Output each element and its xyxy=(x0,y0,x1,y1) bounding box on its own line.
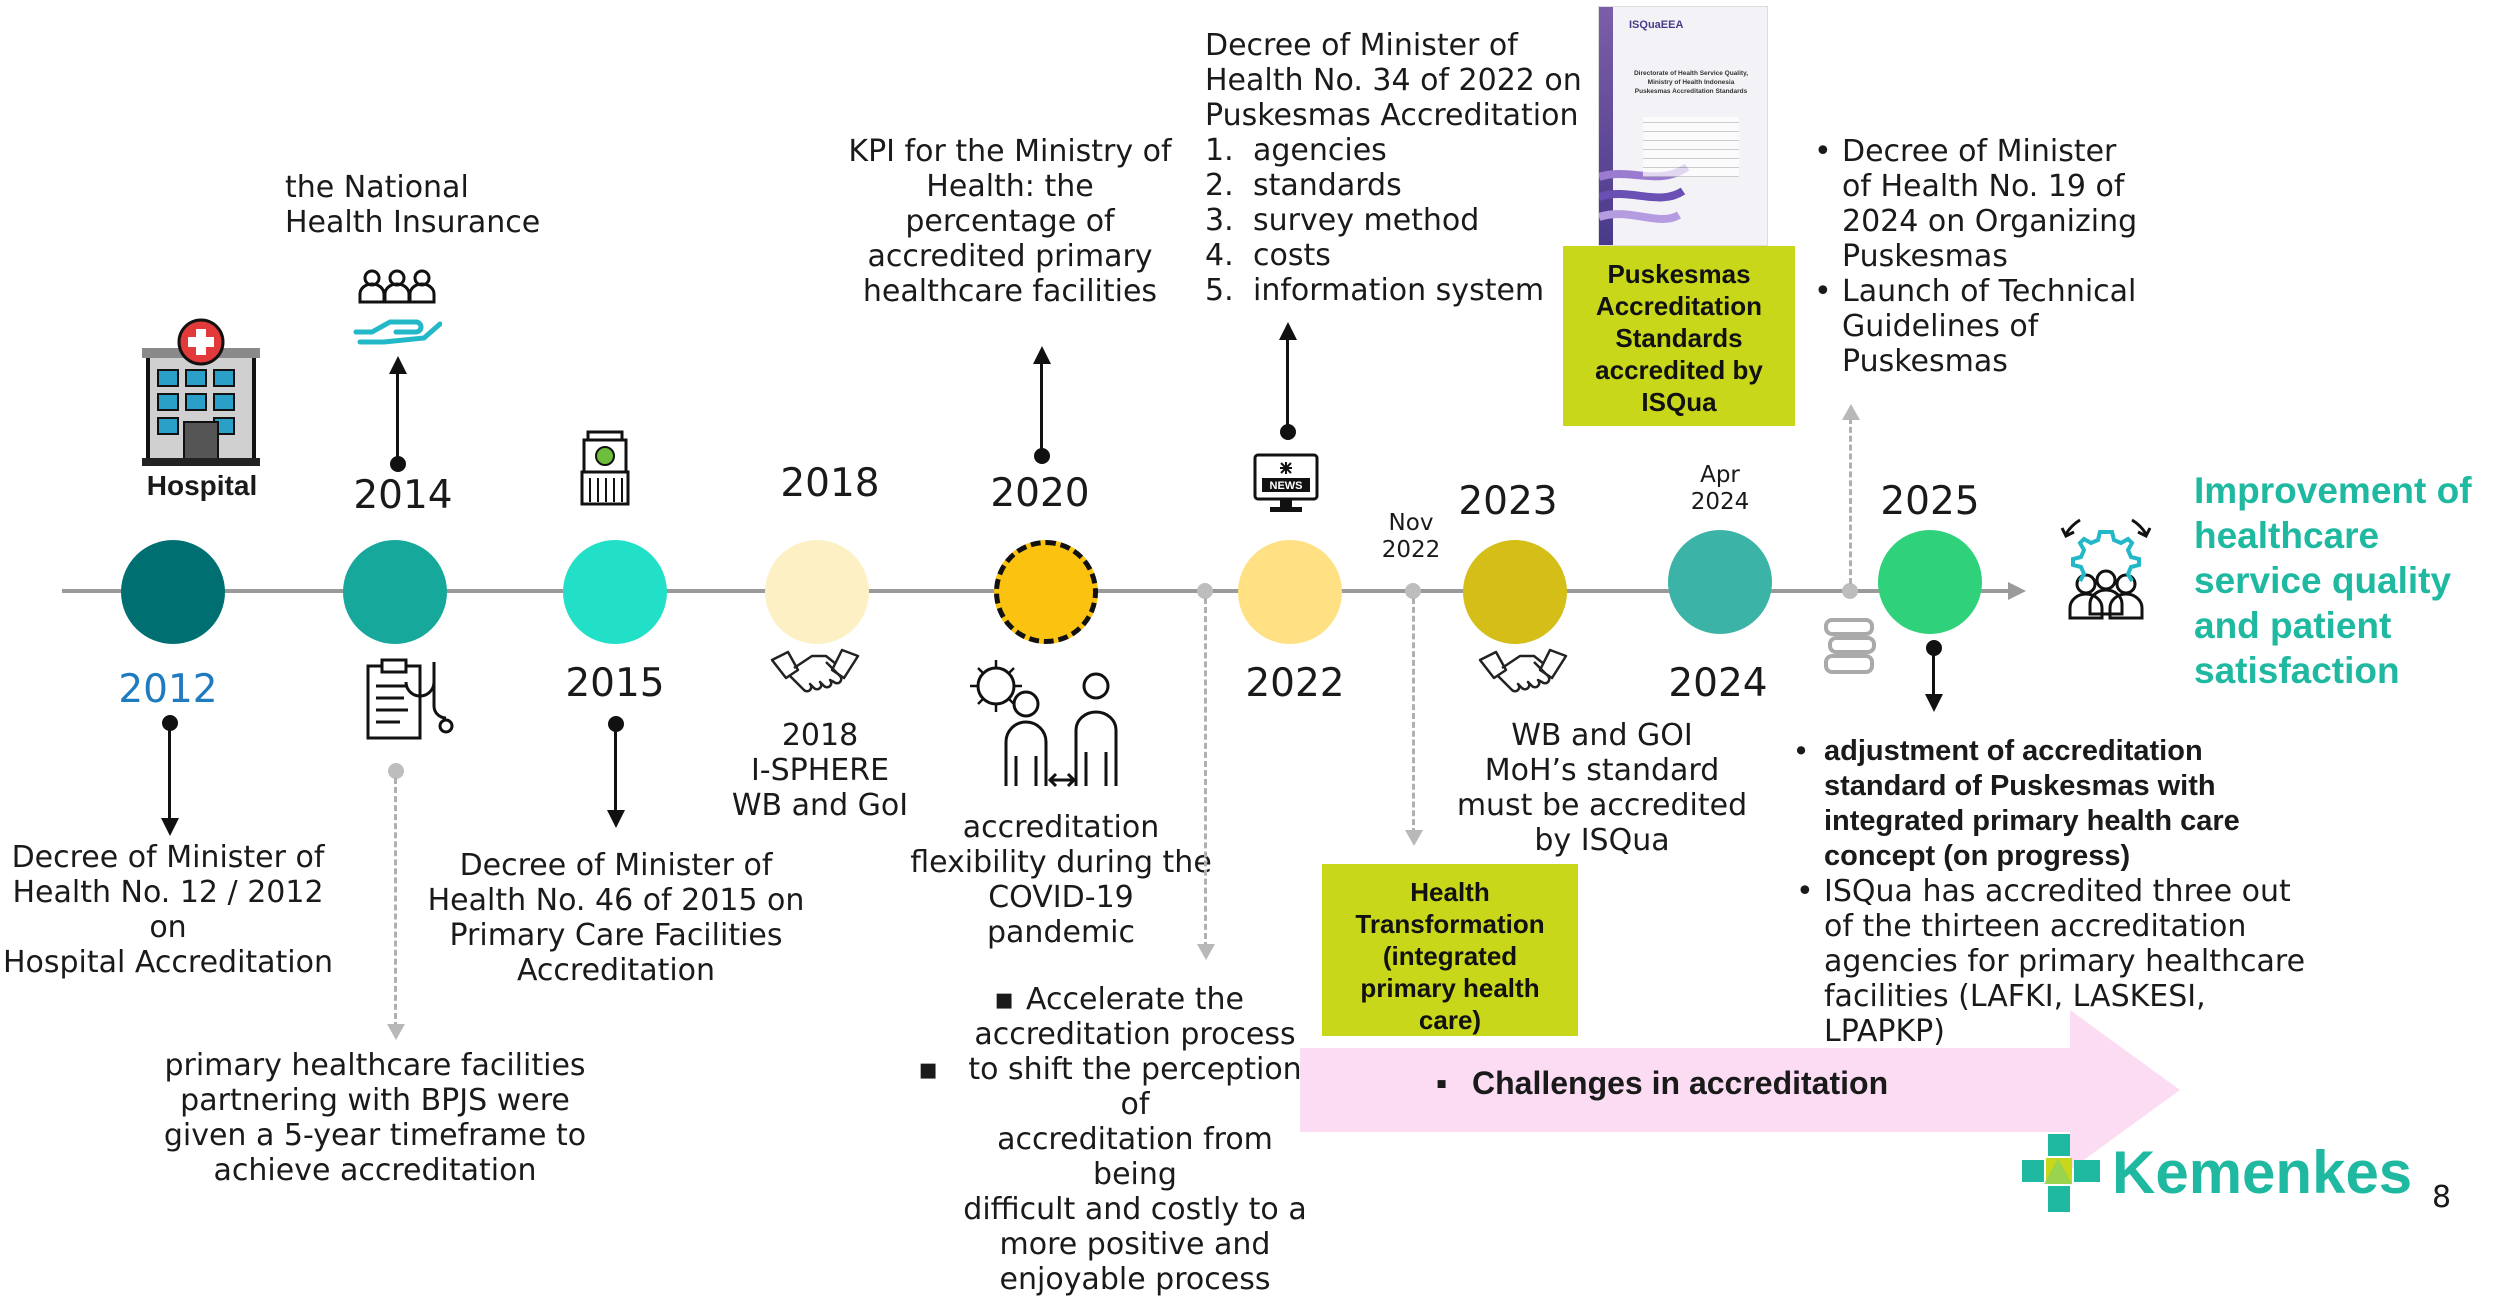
accelerate-item-1: ▪ Accelerate the accreditation process xyxy=(974,982,1296,1052)
decree-2012: Decree of Minister of Health No. 12 / 20… xyxy=(2,840,334,980)
accelerate-list: ▪ Accelerate the accreditation process ▪… xyxy=(918,982,1318,1297)
hospital-icon xyxy=(142,318,260,466)
clinic-building-icon xyxy=(580,430,630,506)
accelerate-item-2: ▪ to shift the perception of accreditati… xyxy=(918,1052,1307,1297)
decree-2022-title: Decree of Minister of Health No. 34 of 2… xyxy=(1205,28,1582,133)
item-2025-adjustment: adjustment of accreditation standard of … xyxy=(1790,734,2310,874)
connector-covid-down xyxy=(1204,598,1207,948)
covid-flexibility: accreditation flexibility during the COV… xyxy=(910,810,1212,950)
hospital-label: Hospital xyxy=(146,470,258,501)
isqua-certificate-stripe xyxy=(1599,7,1613,245)
arrow-2014-up xyxy=(389,356,407,374)
timeline-dot-2023 xyxy=(1463,540,1567,644)
decree-2024-list: Decree of Minister of Health No. 19 of 2… xyxy=(1808,134,2188,379)
kpi-2020: KPI for the Ministry of Health: the perc… xyxy=(848,134,1172,309)
decree-2022-item: 4.costs xyxy=(1205,238,1331,273)
decree-2022-item: 3.survey method xyxy=(1205,203,1480,238)
decree-2015: Decree of Minister of Health No. 46 of 2… xyxy=(427,848,805,988)
svg-text:NEWS: NEWS xyxy=(1270,480,1303,492)
year-2024: 2024 xyxy=(1668,661,1768,706)
arrow-2020-up xyxy=(1033,346,1051,364)
connector-2014-down xyxy=(394,778,397,1028)
year-2022: 2022 xyxy=(1245,661,1345,706)
connector-2025 xyxy=(1932,648,1935,698)
page-number: 8 xyxy=(2432,1180,2452,1215)
year-2025: 2025 xyxy=(1880,479,1980,524)
timeline-dot-2014 xyxy=(343,540,447,644)
wb-goi-2023: WB and GOI MoH’s standard must be accred… xyxy=(1456,718,1748,858)
outcome-text: Improvement of healthcare service qualit… xyxy=(2194,470,2472,691)
connector-2022-up xyxy=(1286,338,1289,430)
year-2018: 2018 xyxy=(780,461,880,506)
connector-2020-up xyxy=(1040,362,1043,454)
challenges-arrow-shape xyxy=(1300,1010,2180,1170)
national-health-insurance: the National Health Insurance xyxy=(285,170,541,240)
decree-2022-item: 5.information system xyxy=(1205,273,1545,308)
timeline-dot-2025 xyxy=(1878,530,1982,634)
arrow-nov2022-down xyxy=(1405,830,1423,846)
insurance-icon xyxy=(353,269,442,345)
arrow-2022-up xyxy=(1279,322,1297,340)
arrow-2015 xyxy=(607,810,625,828)
isqua-doc-lines xyxy=(1643,117,1739,177)
books-stack-icon xyxy=(1824,618,1876,674)
timeline-dot-2024 xyxy=(1668,530,1772,634)
date-apr-2024: Apr 2024 xyxy=(1690,462,1750,515)
year-2020: 2020 xyxy=(990,471,1090,516)
arrow-2012 xyxy=(161,818,179,836)
timeline-dot-2022 xyxy=(1238,540,1342,644)
year-2023: 2023 xyxy=(1458,479,1558,524)
timeline-dot-2015 xyxy=(563,540,667,644)
kemenkes-brand: Kemenkes xyxy=(2112,1139,2413,1206)
marker-2024-guidelines xyxy=(1842,583,1858,599)
bpjs-timeframe: primary healthcare facilities partnering… xyxy=(163,1048,587,1188)
handshake-icon-2018 xyxy=(770,648,860,693)
decree-2022: Decree of Minister of Health No. 34 of 2… xyxy=(1205,28,1585,308)
decree-2022-item: 1.agencies xyxy=(1205,133,1387,168)
connector-2014-up xyxy=(396,372,399,460)
decree-2022-item: 2.standards xyxy=(1205,168,1402,203)
timeline-dot-2012 xyxy=(121,540,225,644)
marker-nov2022 xyxy=(1405,583,1421,599)
items-2025-list: adjustment of accreditation standard of … xyxy=(1790,734,2310,1049)
clipboard-stethoscope-icon xyxy=(366,658,454,740)
connector-2015 xyxy=(614,722,617,814)
virus-people-icon xyxy=(970,660,1118,788)
pin-2014-down xyxy=(388,763,404,779)
kemenkes-logo-icon xyxy=(2022,1134,2100,1212)
decree-2024-item: Launch of Technical Guidelines of Puskes… xyxy=(1808,274,2188,379)
arrow-2014-down xyxy=(387,1024,405,1040)
i-sphere-2018: 2018 I-SPHERE WB and GoI xyxy=(731,718,909,823)
team-gear-icon xyxy=(2060,518,2152,620)
arrow-covid-down xyxy=(1197,944,1215,960)
connector-2012 xyxy=(168,722,171,822)
pin-2014-up xyxy=(390,456,406,472)
timeline-arrowhead xyxy=(2008,582,2026,600)
connector-2024-up xyxy=(1849,418,1852,584)
marker-covid xyxy=(1197,583,1213,599)
news-monitor-icon: NEWS xyxy=(1253,453,1319,512)
decree-2024-item: Decree of Minister of Health No. 19 of 2… xyxy=(1808,134,2188,274)
arrow-2024-up xyxy=(1842,404,1860,420)
arrow-2025 xyxy=(1925,694,1943,712)
isqua-certificate-image: ISQuaEEA Directorate of Health Service Q… xyxy=(1598,6,1768,246)
year-2015: 2015 xyxy=(565,661,665,706)
health-transformation-box: Health Transformation (integrated primar… xyxy=(1322,864,1578,1036)
date-nov-2022: Nov 2022 xyxy=(1381,510,1441,563)
item-2025-isqua-agencies: ISQua has accredited three out of the th… xyxy=(1790,874,2310,1049)
isqua-accredited-box: Puskesmas Accreditation Standards accred… xyxy=(1563,246,1795,426)
year-2014: 2014 xyxy=(353,473,453,518)
connector-nov2022-down xyxy=(1412,598,1415,834)
timeline-dot-2018 xyxy=(765,540,869,644)
decree-2022-list: 1.agencies 2.standards 3.survey method 4… xyxy=(1205,133,1585,308)
handshake-icon-2023 xyxy=(1478,648,1568,693)
isqua-doc-brand: ISQuaEEA xyxy=(1629,19,1684,31)
pin-2022 xyxy=(1280,424,1296,440)
pin-2020 xyxy=(1034,448,1050,464)
isqua-doc-title: Directorate of Health Service Quality, M… xyxy=(1633,70,1749,95)
year-2012: 2012 xyxy=(118,667,218,712)
timeline-dot-2020 xyxy=(994,540,1098,644)
